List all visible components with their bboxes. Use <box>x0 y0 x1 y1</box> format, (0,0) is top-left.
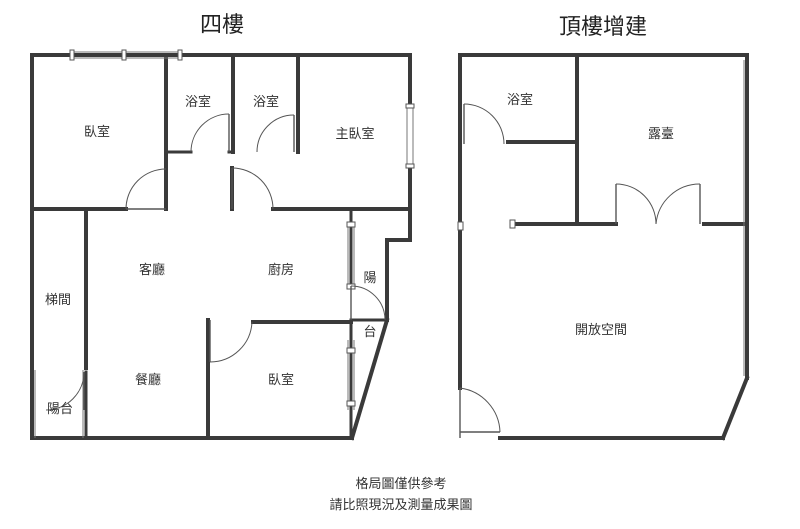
rooftop-walls <box>458 53 750 441</box>
fourth-floor-walls <box>30 53 412 441</box>
room-label-balcony-left: 陽台 <box>47 402 73 417</box>
room-label-kitchen: 廚房 <box>268 262 294 278</box>
room-label-balcony-right-1: 陽 <box>363 271 376 286</box>
rooftop-doors <box>459 103 701 438</box>
room-label-open-space: 開放空間 <box>575 323 627 338</box>
fourth-floor-windows <box>34 49 415 438</box>
room-label-bedroom-top-left: 臥室 <box>84 124 110 140</box>
room-label-bath-1: 浴室 <box>185 94 211 110</box>
room-label-roof-bath: 浴室 <box>507 92 533 108</box>
rooftop-title: 頂樓增建 <box>559 15 647 40</box>
room-label-terrace: 露臺 <box>648 127 674 142</box>
room-label-bath-2: 浴室 <box>253 94 279 110</box>
disclaimer-line-1: 格局圖僅供參考 <box>355 476 446 492</box>
room-label-bedroom-bottom: 臥室 <box>268 372 294 388</box>
rooftop-windows <box>457 60 745 376</box>
room-label-stairwell: 梯間 <box>45 293 71 308</box>
fourth-floor-title: 四樓 <box>200 13 244 38</box>
room-label-balcony-right-2: 台 <box>363 325 376 340</box>
fourth-floor-doors <box>45 113 386 411</box>
room-label-master-bedroom: 主臥室 <box>335 126 374 142</box>
room-label-living-room: 客廳 <box>139 262 165 278</box>
disclaimer-line-2: 請比照現況及測量成果圖 <box>329 498 472 513</box>
room-label-dining-room: 餐廳 <box>135 372 161 388</box>
